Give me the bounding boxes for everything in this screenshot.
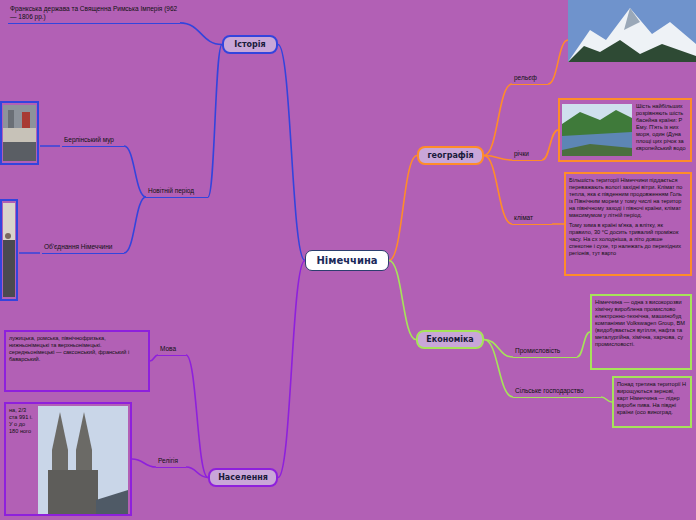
branch-line [542, 130, 558, 160]
branch-line [278, 261, 305, 478]
subtopic-label: Новітній період [146, 187, 208, 198]
main-topic: Населення [208, 468, 278, 487]
central-topic: Німеччина [305, 250, 389, 271]
subtopic-label: Об'єднання Німеччини [42, 243, 124, 254]
topic-text: Берлінський мур [64, 136, 122, 144]
branch-line [186, 355, 208, 477]
cathedral-photo [38, 406, 128, 514]
branch-line [577, 332, 590, 357]
mountain-photo [568, 0, 696, 62]
main-topic: Економіка [416, 330, 484, 349]
topic-text: Сільське господарство [515, 387, 599, 395]
branch-line [180, 23, 222, 45]
subtopic-label: Релігія [156, 457, 186, 468]
leader-line [40, 145, 60, 147]
topic-text: Економіка [423, 335, 477, 344]
branch-line [484, 84, 512, 155]
branch-line [208, 45, 222, 198]
branch-line [186, 467, 208, 477]
note-box: Більшість території Німеччини піддається… [564, 172, 692, 276]
branch-line [278, 45, 305, 261]
topic-text: Промисловість [515, 347, 575, 355]
subtopic-label: клімат [512, 214, 552, 225]
note-text: на, 2/3 ста 991 і. У о до 180 ного [9, 407, 34, 435]
topic-text: Населення [215, 473, 271, 482]
branch-line [132, 459, 156, 467]
topic-text: Мова [160, 345, 184, 353]
subtopic-label: рельєф [512, 74, 548, 85]
berlin-wall-photo [1, 102, 38, 164]
branch-line [389, 261, 416, 340]
note-text: Німеччина — одна з високорозви хімічну в… [595, 299, 687, 348]
topic-text: географія [424, 151, 477, 160]
branch-line [389, 156, 417, 261]
topic-text: Об'єднання Німеччини [44, 243, 122, 251]
note-box: лужицька, ромська, північнофризька, нижн… [4, 330, 150, 392]
branch-line [552, 223, 564, 225]
note-text: лужицька, ромська, північнофризька, нижн… [9, 335, 145, 363]
branch-line [601, 397, 612, 402]
subtopic-label: річки [512, 150, 542, 161]
subtopic-label: Мова [158, 345, 186, 356]
note-text: Понад третина території Н вирощуються зе… [617, 381, 687, 416]
branch-line [124, 146, 146, 197]
subtopic-label: Берлінський мур [62, 136, 124, 147]
unification-photo [1, 200, 17, 300]
topic-text: Історія [229, 40, 271, 49]
leader-line [548, 40, 568, 84]
branch-line [484, 156, 512, 225]
branch-line [484, 340, 513, 398]
note-text: Шість найбільших розрівняють шість басей… [636, 103, 687, 152]
river-photo [562, 104, 632, 156]
note-text: Більшість території Німеччини піддається… [569, 177, 687, 219]
leader-line [19, 252, 40, 254]
topic-text: річки [514, 150, 540, 158]
branch-line [124, 197, 146, 253]
note-box: Німеччина — одна з високорозви хімічну в… [590, 294, 692, 370]
note-text: Тому зима в країні м'яка, а влітку, як п… [569, 222, 687, 257]
subtopic-label: Франкська держава та Священна Римська Ім… [8, 5, 180, 24]
main-topic: Історія [222, 35, 278, 54]
branch-line [150, 355, 158, 361]
topic-text: Релігія [158, 457, 184, 465]
topic-text: рельєф [514, 74, 546, 82]
note-box: Понад третина території Н вирощуються зе… [612, 376, 692, 428]
subtopic-label: Сільське господарство [513, 387, 601, 398]
topic-text: Німеччина [312, 255, 382, 266]
topic-text: клімат [514, 214, 550, 222]
note-box: Шість найбільших розрівняють шість басей… [558, 98, 692, 162]
topic-text: Новітній період [148, 187, 206, 195]
main-topic: географія [417, 146, 484, 165]
subtopic-label: Промисловість [513, 347, 577, 358]
note-box: на, 2/3 ста 991 і. У о до 180 ного [4, 402, 132, 516]
topic-text: Франкська держава та Священна Римська Ім… [10, 5, 178, 21]
